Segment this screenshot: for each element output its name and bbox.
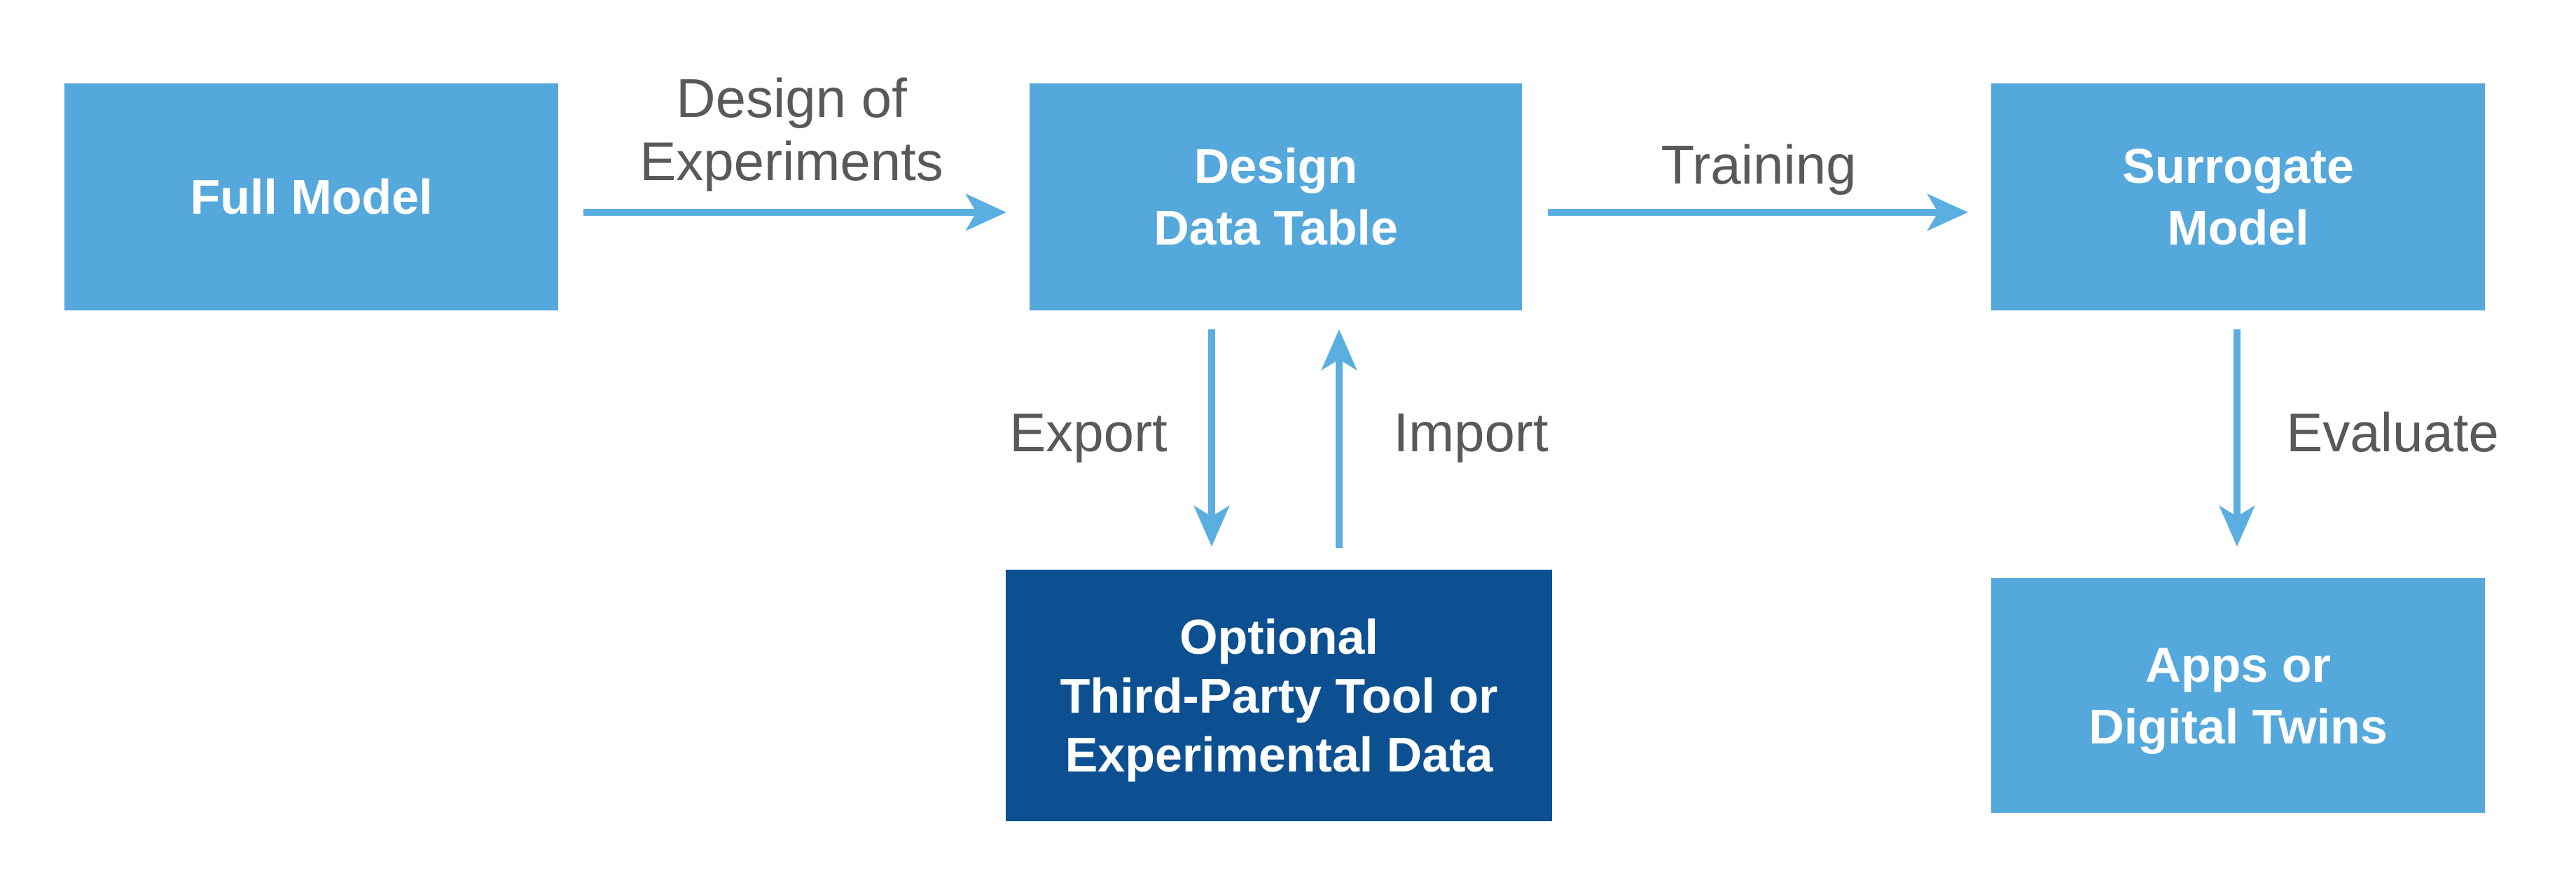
node-apps-line1: Apps or <box>2145 637 2331 692</box>
node-apps-line2: Digital Twins <box>2089 699 2388 754</box>
node-optional-line3: Experimental Data <box>1065 727 1493 782</box>
node-optional-line1: Optional <box>1179 609 1378 664</box>
node-surrogate-model: Surrogate Model <box>1991 83 2485 310</box>
training-label: Training <box>1661 134 1857 195</box>
training-arrow <box>1548 193 1968 231</box>
node-surrogate-model-line2: Model <box>2167 200 2309 255</box>
design-of-experiments-label-line1: Design of <box>676 67 907 129</box>
design-of-experiments-label-line2: Experiments <box>639 130 943 192</box>
node-surrogate-model-line1: Surrogate <box>2122 139 2354 193</box>
node-optional-third-party-tool: Optional Third-Party Tool or Experimenta… <box>1006 570 1552 821</box>
node-optional-line2: Third-Party Tool or <box>1060 668 1498 723</box>
node-design-data-table-line2: Data Table <box>1154 200 1398 255</box>
node-full-model-label: Full Model <box>190 170 433 224</box>
design-of-experiments-arrow <box>583 193 1006 231</box>
export-label: Export <box>1009 402 1168 463</box>
evaluate-arrow <box>2219 329 2255 547</box>
import-arrow <box>1321 329 1357 548</box>
node-design-data-table-line1: Design <box>1193 139 1358 193</box>
evaluate-label: Evaluate <box>2286 402 2499 463</box>
node-apps-or-digital-twins: Apps or Digital Twins <box>1991 578 2485 813</box>
node-full-model: Full Model <box>64 83 558 310</box>
node-design-data-table: Design Data Table <box>1030 83 1522 310</box>
export-arrow <box>1193 329 1230 547</box>
design-of-experiments-label: Design of Experiments <box>639 67 943 193</box>
import-label: Import <box>1393 402 1549 463</box>
